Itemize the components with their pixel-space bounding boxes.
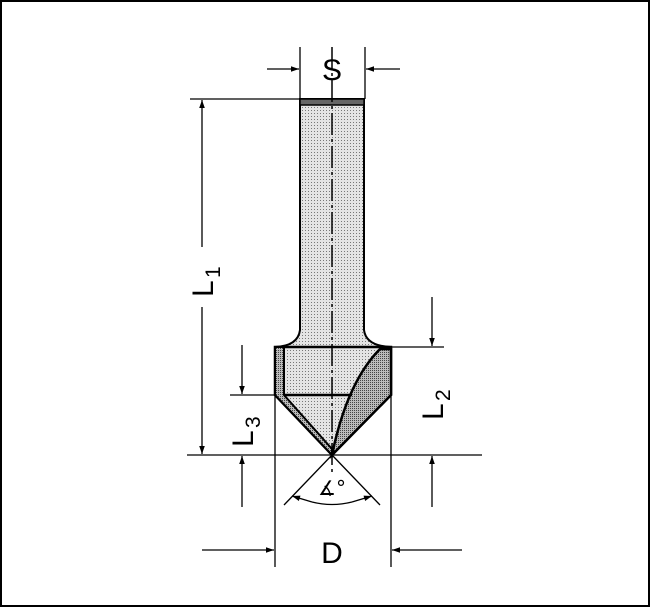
- label-L1-letter: L: [187, 280, 220, 297]
- label-D: D: [321, 537, 343, 570]
- label-L1-subscript: 1: [202, 266, 225, 278]
- label-L2-letter: L: [417, 403, 450, 420]
- label-L2: L 2: [417, 389, 455, 420]
- label-L2-subscript: 2: [432, 389, 455, 401]
- label-S: S: [322, 54, 342, 87]
- label-L3: L 3: [227, 416, 265, 447]
- label-L3-subscript: 3: [242, 416, 265, 428]
- cutting-edge: [329, 347, 393, 459]
- dimension-lines: [187, 47, 482, 567]
- label-L1: L 1: [187, 266, 225, 297]
- label-angle: ∡°: [318, 476, 346, 500]
- shank: [274, 98, 392, 348]
- label-L3-letter: L: [227, 430, 260, 447]
